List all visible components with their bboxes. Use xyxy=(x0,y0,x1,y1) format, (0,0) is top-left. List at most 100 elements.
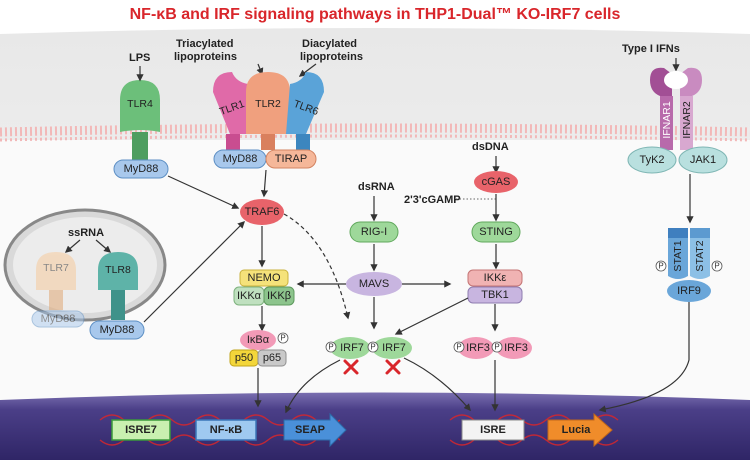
svg-text:IRF3: IRF3 xyxy=(504,342,528,354)
phospho-stat1: P xyxy=(655,260,667,272)
irf9-node: IRF9 xyxy=(667,280,711,302)
triacylated-ligand: Triacylated xyxy=(176,38,233,50)
svg-text:IFNAR1: IFNAR1 xyxy=(661,101,673,139)
svg-text:MAVS: MAVS xyxy=(359,278,389,290)
svg-text:SEAP: SEAP xyxy=(295,424,325,436)
p50-node: p50 xyxy=(229,349,259,367)
p65-node: p65 xyxy=(257,349,287,367)
rigi-node: RIG-I xyxy=(349,221,399,243)
cgas-node: cGAS xyxy=(474,171,518,193)
svg-text:STING: STING xyxy=(479,226,513,238)
stat1-node: STAT1 xyxy=(668,228,688,279)
svg-text:IRF3: IRF3 xyxy=(466,342,490,354)
seap-reporter: SEAP xyxy=(283,412,347,448)
svg-text:MyD88: MyD88 xyxy=(223,153,258,165)
irf7-node-b: IRF7 xyxy=(372,337,412,359)
svg-text:IκBα: IκBα xyxy=(247,334,270,346)
nfkb-element: NF-κB xyxy=(195,419,257,441)
svg-text:TBK1: TBK1 xyxy=(481,289,509,301)
svg-text:TLR8: TLR8 xyxy=(105,264,131,276)
lps-ligand: LPS xyxy=(129,52,150,64)
triacylated-ligand-2: lipoproteins xyxy=(174,51,237,63)
lucia-reporter: Lucia xyxy=(547,412,613,448)
svg-text:NF-κB: NF-κB xyxy=(210,424,242,436)
nucleus xyxy=(0,392,750,460)
svg-text:IFNAR2: IFNAR2 xyxy=(681,101,693,139)
svg-text:TRAF6: TRAF6 xyxy=(245,206,280,218)
svg-text:IRF7: IRF7 xyxy=(382,342,406,354)
svg-text:P: P xyxy=(658,262,663,271)
phospho-irf3-b: P xyxy=(491,341,503,353)
myd88-node-a: MyD88 xyxy=(113,159,169,179)
svg-text:ISRE: ISRE xyxy=(480,424,506,436)
tirap-node: TIRAP xyxy=(265,149,317,169)
myd88-node-c: MyD88 xyxy=(31,310,85,328)
isre7-element: ISRE7 xyxy=(111,419,171,441)
knockout-mark-a xyxy=(343,359,359,375)
dsrna-ligand: dsRNA xyxy=(358,181,395,193)
svg-text:MyD88: MyD88 xyxy=(41,313,76,325)
jak1-node: JAK1 xyxy=(678,146,728,174)
irf3-node-a: IRF3 xyxy=(458,337,494,359)
svg-text:p65: p65 xyxy=(263,352,281,364)
svg-text:TIRAP: TIRAP xyxy=(275,153,307,165)
ssrna-ligand: ssRNA xyxy=(68,227,104,239)
svg-text:RIG-I: RIG-I xyxy=(361,226,387,238)
svg-text:TLR7: TLR7 xyxy=(43,262,69,274)
diacylated-ligand-2: lipoproteins xyxy=(300,51,363,63)
page-title: NF-κB and IRF signaling pathways in THP1… xyxy=(129,6,621,23)
svg-text:IRF7: IRF7 xyxy=(340,342,364,354)
cgamp-ligand: 2'3'cGAMP xyxy=(404,194,461,206)
svg-text:P: P xyxy=(370,343,375,352)
svg-text:TLR2: TLR2 xyxy=(255,98,281,110)
svg-text:STAT2: STAT2 xyxy=(694,240,706,271)
ifns-ligand: Type I IFNs xyxy=(622,43,680,55)
svg-text:TyK2: TyK2 xyxy=(639,154,664,166)
irf7-node-a: IRF7 xyxy=(330,337,370,359)
svg-text:MyD88: MyD88 xyxy=(100,324,135,336)
svg-text:Lucia: Lucia xyxy=(562,424,592,436)
tlr7-receptor: TLR7 xyxy=(36,252,76,310)
traf6-node: TRAF6 xyxy=(240,199,284,225)
tyk2-node: TyK2 xyxy=(627,146,677,174)
isre-element: ISRE xyxy=(461,419,525,441)
svg-text:STAT1: STAT1 xyxy=(672,240,684,271)
svg-text:P: P xyxy=(456,343,461,352)
svg-text:JAK1: JAK1 xyxy=(690,154,716,166)
svg-text:IRF9: IRF9 xyxy=(677,285,701,297)
stat2-node: STAT2 xyxy=(690,228,710,279)
mavs-node: MAVS xyxy=(346,272,402,296)
phospho-irf7-b: P xyxy=(367,341,379,353)
nemo-node: NEMO xyxy=(239,269,289,287)
ikkb-node: IKKβ xyxy=(263,286,295,306)
svg-text:IKKα: IKKα xyxy=(237,290,262,302)
tlr8-receptor: TLR8 xyxy=(98,252,138,320)
tlr1-receptor: TLR1 xyxy=(213,72,252,150)
sting-node: STING xyxy=(471,221,521,243)
svg-text:p50: p50 xyxy=(235,352,253,364)
svg-text:ISRE7: ISRE7 xyxy=(125,424,157,436)
svg-text:P: P xyxy=(328,343,333,352)
diacylated-ligand: Diacylated xyxy=(302,38,357,50)
tlr4-receptor: TLR4 xyxy=(120,80,160,160)
irf3-node-b: IRF3 xyxy=(496,337,532,359)
phospho-ikba: P xyxy=(277,332,289,344)
tlr6-receptor: TLR6 xyxy=(286,72,324,150)
myd88-node-b: MyD88 xyxy=(213,149,267,169)
dsdna-ligand: dsDNA xyxy=(472,141,509,153)
svg-text:P: P xyxy=(280,334,285,343)
svg-text:MyD88: MyD88 xyxy=(124,163,159,175)
svg-text:IKKβ: IKKβ xyxy=(267,290,291,302)
plasma-membrane xyxy=(0,123,750,142)
ifnar2-receptor: IFNAR2 xyxy=(680,67,702,150)
ikka-node: IKKα xyxy=(233,286,265,306)
svg-text:NEMO: NEMO xyxy=(248,272,281,284)
knockout-mark-b xyxy=(385,359,401,375)
tbk1-node: TBK1 xyxy=(467,286,523,304)
svg-text:IKKε: IKKε xyxy=(484,272,507,284)
phospho-stat2: P xyxy=(711,260,723,272)
ikba-node: IκBα xyxy=(240,330,276,350)
phospho-irf3-a: P xyxy=(453,341,465,353)
